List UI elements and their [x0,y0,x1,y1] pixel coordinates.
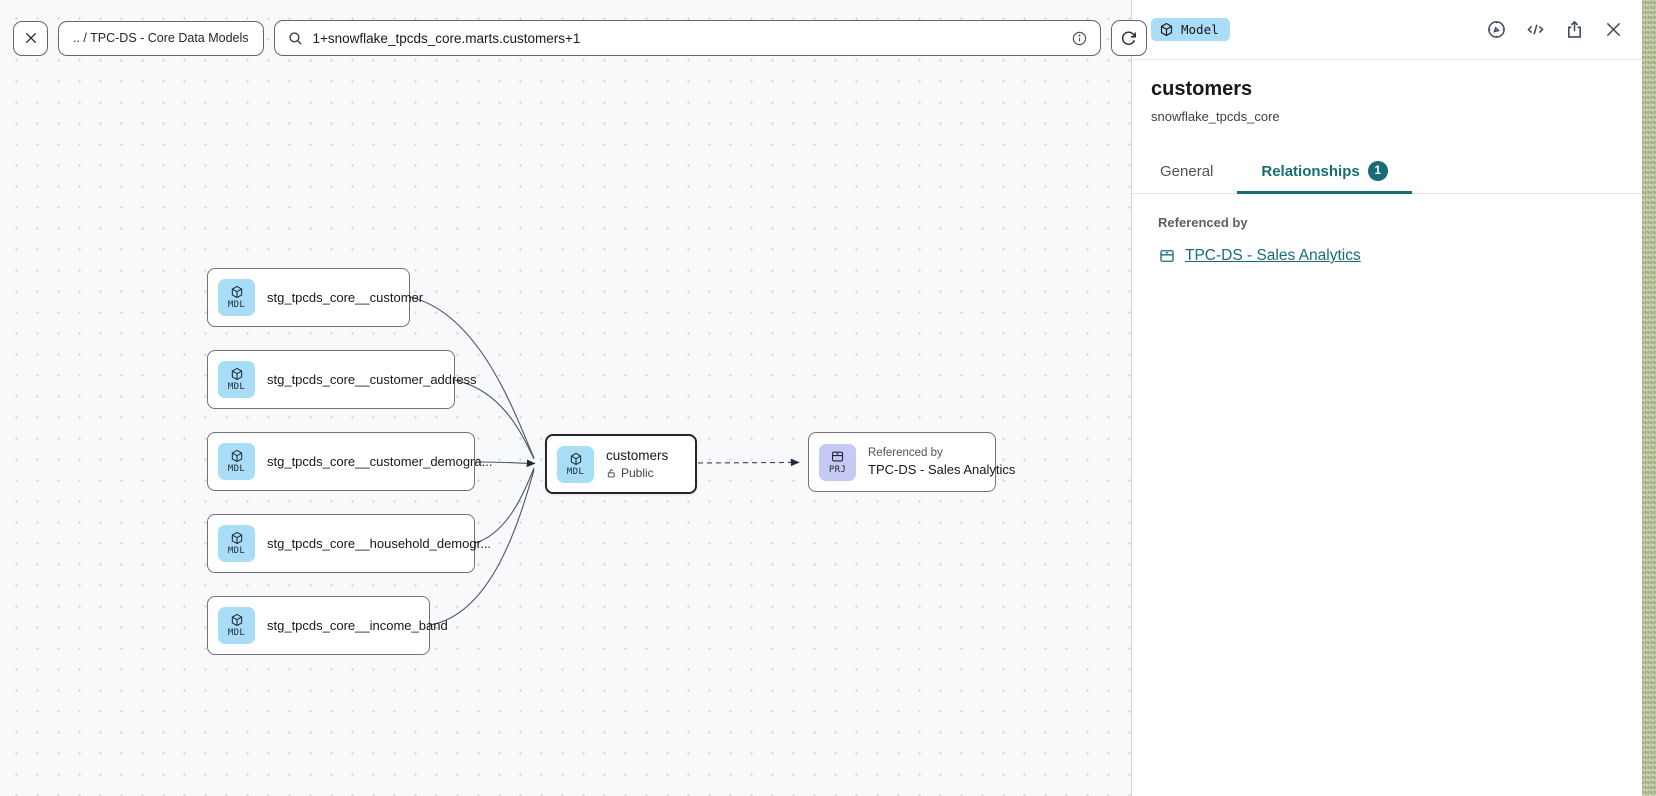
model-type-badge: Model [1151,18,1230,41]
lineage-node-stg-customer-address[interactable]: MDL stg_tpcds_core__customer_address [207,350,477,409]
cube-icon [1159,22,1174,37]
panel-header: Model [1132,0,1642,60]
lineage-node-customers-selected[interactable]: MDL customers Public [545,434,697,494]
lineage-search [273,20,1101,56]
tab-label: General [1160,162,1214,180]
model-badge: MDL [218,443,255,480]
node-badge-label: MDL [566,466,585,477]
node-badge-label: MDL [227,300,246,310]
cube-icon [230,531,244,545]
relationships-count-badge: 1 [1367,161,1388,181]
breadcrumb[interactable]: .. / TPC-DS - Core Data Models [58,20,264,56]
model-badge: MDL [218,525,255,562]
page-title: customers [1151,78,1253,100]
node-label: stg_tpcds_core__customer [267,290,424,305]
code-icon [1525,19,1546,40]
cube-icon [569,452,583,466]
search-icon [287,30,304,47]
lineage-node-stg-household-demographics[interactable]: MDL stg_tpcds_core__household_demogr... [207,514,491,573]
node-title: TPC-DS - Sales Analytics [868,462,1016,477]
tab-general[interactable]: General [1136,150,1237,194]
node-title: customers [606,448,669,463]
node-label: stg_tpcds_core__income_band [267,618,448,633]
cube-icon [230,367,244,381]
project-badge: PRJ [819,443,856,481]
node-badge-label: MDL [227,382,246,392]
model-badge: MDL [218,361,255,398]
lineage-node-referenced-project[interactable]: PRJ Referenced by TPC-DS - Sales Analyti… [808,432,1015,492]
code-button[interactable] [1520,15,1550,45]
panel-actions [1481,15,1628,45]
close-lineage-button[interactable] [13,20,48,56]
refresh-button[interactable] [1110,20,1147,56]
panel-tabs: General Relationships 1 [1132,150,1642,194]
explore-lineage-button[interactable] [1481,15,1511,45]
lineage-node-stg-customer[interactable]: MDL stg_tpcds_core__customer [207,268,423,327]
node-caption: Referenced by [868,447,943,459]
compass-icon [1486,19,1507,40]
node-label: stg_tpcds_core__customer_address [267,372,477,387]
close-icon [23,30,39,46]
refresh-icon [1120,30,1137,47]
close-panel-button[interactable] [1598,15,1628,45]
tab-relationships[interactable]: Relationships 1 [1237,150,1412,194]
breadcrumb-label: .. / TPC-DS - Core Data Models [73,31,249,45]
node-badge-label: PRJ [828,465,847,475]
info-icon[interactable] [1071,30,1088,47]
lineage-edges [409,296,800,626]
panel-title-block: customers snowflake_tpcds_core [1132,60,1642,124]
details-panel: Model customers snowflake_tpcds_core [1131,0,1642,796]
cube-icon [230,449,244,463]
model-badge: MDL [218,279,255,316]
relationships-content: Referenced by TPC-DS - Sales Analytics [1132,194,1642,270]
model-badge: MDL [218,607,255,644]
lineage-toolbar: .. / TPC-DS - Core Data Models [13,20,1147,56]
model-badge: MDL [557,445,594,483]
close-icon [1603,19,1624,40]
node-badge-label: MDL [227,464,246,474]
node-badge-label: MDL [227,628,246,638]
node-access-label: Public [621,466,654,480]
project-subtitle: snowflake_tpcds_core [1151,109,1280,124]
cube-icon [230,613,244,627]
share-icon [1564,19,1585,40]
archive-icon [1158,247,1176,265]
search-input[interactable] [312,30,1062,46]
type-badge-label: Model [1181,22,1219,37]
tab-label: Relationships [1261,162,1360,180]
section-title: Referenced by [1158,215,1248,230]
node-badge-label: MDL [227,546,246,556]
archive-icon [830,449,845,464]
lineage-node-stg-income-band[interactable]: MDL stg_tpcds_core__income_band [207,596,448,655]
referenced-project-label: TPC-DS - Sales Analytics [1185,247,1361,264]
desktop-edge-strip [1642,0,1656,796]
cube-icon [230,285,244,299]
node-label: stg_tpcds_core__household_demogr... [267,536,492,551]
unlock-icon [606,468,617,479]
referenced-project-link[interactable]: TPC-DS - Sales Analytics [1158,247,1361,265]
share-button[interactable] [1559,15,1589,45]
node-label: stg_tpcds_core__customer_demogra... [267,454,493,469]
lineage-canvas[interactable]: MDL stg_tpcds_core__customer MDL stg_tpc… [0,0,1147,796]
lineage-node-stg-customer-demographics[interactable]: MDL stg_tpcds_core__customer_demogra... [207,432,492,491]
